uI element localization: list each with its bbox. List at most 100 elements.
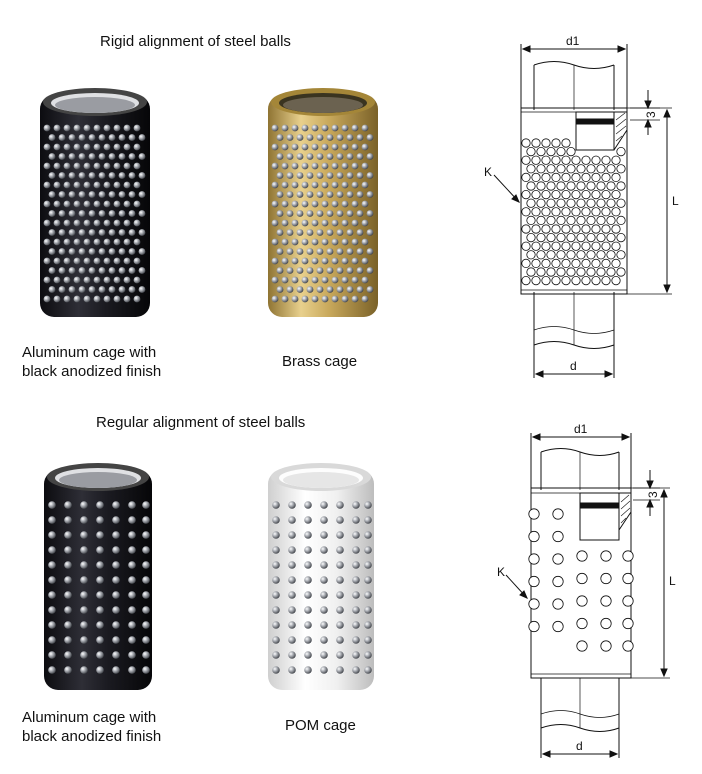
steel-ball	[64, 636, 72, 644]
steel-ball	[326, 191, 334, 198]
steel-ball	[138, 210, 146, 217]
steel-ball	[551, 190, 561, 200]
steel-ball	[320, 576, 328, 584]
steel-ball	[296, 286, 304, 293]
steel-ball	[68, 134, 76, 141]
steel-ball	[616, 198, 626, 208]
steel-ball	[596, 164, 606, 174]
steel-ball	[551, 224, 561, 234]
steel-ball	[306, 286, 314, 293]
steel-ball	[286, 229, 294, 236]
steel-ball	[341, 124, 349, 132]
steel-ball	[331, 124, 339, 132]
steel-ball	[108, 267, 116, 274]
steel-ball	[566, 215, 576, 225]
steel-ball	[306, 153, 314, 160]
steel-ball	[103, 257, 111, 265]
steel-ball	[361, 162, 369, 170]
steel-ball	[566, 147, 576, 157]
steel-ball	[591, 155, 601, 165]
steel-ball	[601, 275, 611, 286]
steel-ball	[581, 172, 591, 182]
steel-ball	[616, 164, 626, 174]
steel-ball	[98, 210, 106, 217]
steel-ball	[272, 651, 280, 659]
label-d1-regular: d1	[574, 422, 588, 436]
steel-ball	[291, 295, 299, 303]
steel-ball	[352, 531, 360, 539]
steel-ball	[571, 258, 581, 268]
steel-ball	[78, 153, 86, 160]
steel-ball	[531, 155, 541, 165]
steel-ball	[281, 238, 289, 246]
steel-ball	[336, 210, 344, 217]
steel-ball	[63, 219, 71, 227]
steel-ball	[271, 162, 279, 170]
steel-ball	[58, 286, 66, 293]
steel-ball	[63, 276, 71, 284]
steel-ball	[311, 219, 319, 227]
steel-ball	[291, 219, 299, 227]
steel-ball	[272, 561, 280, 569]
steel-ball	[291, 238, 299, 246]
steel-ball	[556, 181, 566, 191]
steel-ball	[552, 508, 564, 520]
steel-ball	[366, 191, 374, 198]
steel-ball	[98, 229, 106, 236]
steel-ball	[296, 172, 304, 179]
steel-ball	[591, 207, 601, 217]
steel-ball	[133, 276, 141, 284]
steel-ball	[113, 200, 121, 208]
steel-ball	[88, 229, 96, 236]
steel-ball	[48, 561, 56, 569]
steel-ball	[361, 219, 369, 227]
steel-ball	[591, 172, 601, 182]
steel-ball	[576, 267, 586, 277]
steel-ball	[48, 636, 56, 644]
steel-ball	[103, 200, 111, 208]
steel-ball	[356, 229, 364, 236]
steel-ball	[123, 219, 131, 227]
steel-ball	[93, 162, 101, 170]
steel-ball	[98, 248, 106, 255]
steel-ball	[556, 233, 566, 243]
steel-ball	[128, 591, 136, 599]
steel-ball	[83, 219, 91, 227]
steel-ball	[43, 257, 51, 265]
steel-ball	[93, 295, 101, 303]
steel-ball	[346, 286, 354, 293]
steel-ball	[306, 267, 314, 274]
steel-ball	[341, 257, 349, 265]
steel-ball	[112, 576, 120, 584]
steel-ball	[83, 143, 91, 151]
steel-ball	[336, 591, 344, 599]
steel-ball	[73, 200, 81, 208]
steel-ball	[118, 172, 126, 179]
steel-ball	[96, 531, 104, 539]
steel-ball	[561, 275, 571, 286]
steel-ball	[321, 181, 329, 189]
steel-ball	[591, 224, 601, 234]
steel-ball	[58, 134, 66, 141]
steel-ball	[48, 651, 56, 659]
steel-ball	[48, 286, 56, 293]
steel-ball	[364, 606, 372, 614]
steel-ball	[336, 172, 344, 179]
steel-ball	[586, 215, 596, 225]
steel-ball	[108, 210, 116, 217]
steel-ball	[48, 191, 56, 198]
steel-ball	[521, 207, 531, 217]
steel-ball	[48, 606, 56, 614]
steel-ball	[321, 295, 329, 303]
steel-ball	[356, 191, 364, 198]
steel-ball	[128, 636, 136, 644]
steel-ball	[93, 238, 101, 246]
steel-ball	[311, 295, 319, 303]
steel-ball	[321, 257, 329, 265]
steel-ball	[142, 666, 150, 674]
steel-ball	[138, 172, 146, 179]
steel-ball	[78, 134, 86, 141]
section-heading-rigid: Rigid alignment of steel balls	[100, 33, 291, 50]
steel-ball	[48, 621, 56, 629]
steel-ball	[296, 248, 304, 255]
